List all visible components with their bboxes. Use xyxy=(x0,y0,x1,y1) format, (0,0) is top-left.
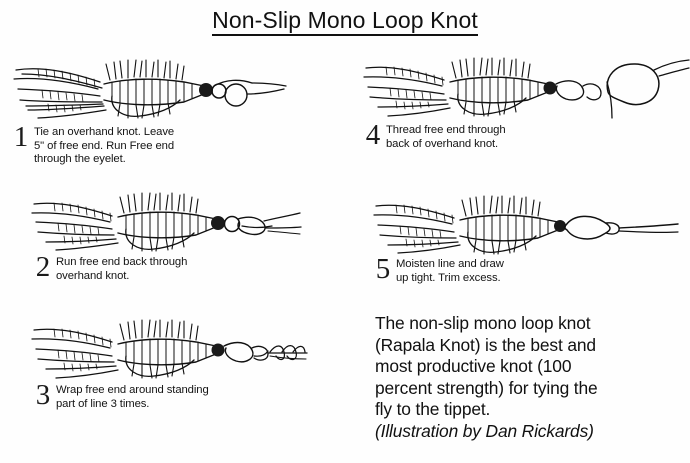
illustration-step-3 xyxy=(31,319,308,379)
description-text: The non-slip mono loop knot (Rapala Knot… xyxy=(375,313,598,420)
description-block: The non-slip mono loop knot (Rapala Knot… xyxy=(375,313,675,443)
illustration-step-4 xyxy=(363,57,690,119)
step-1: 1 Tie an overhand knot. Leave 5" of free… xyxy=(8,48,288,167)
step-4: 4 Thread free end through back of overha… xyxy=(360,48,690,151)
page-title: Non-Slip Mono Loop Knot xyxy=(212,7,478,37)
step-3-number: 3 xyxy=(35,379,51,411)
step-2-caption: 2 Run free end back through overhand kno… xyxy=(30,251,302,283)
illustration-step-1 xyxy=(13,59,287,119)
step-1-caption: 1 Tie an overhand knot. Leave 5" of free… xyxy=(8,121,288,167)
illustration-step-5 xyxy=(373,195,679,255)
illustration-credit: (Illustration by Dan Rickards) xyxy=(375,420,594,441)
step-3-caption: 3 Wrap free end around standing part of … xyxy=(30,379,308,411)
step-4-caption: 4 Thread free end through back of overha… xyxy=(360,119,690,151)
step-1-number: 1 xyxy=(13,121,29,153)
illustration-step-2 xyxy=(31,192,302,252)
step-5-text: Moisten line and draw up tight. Trim exc… xyxy=(396,258,504,284)
step-4-text: Thread free end through back of overhand… xyxy=(386,124,506,150)
step-5-number: 5 xyxy=(375,253,391,285)
step-2-number: 2 xyxy=(35,251,51,283)
step-2-text: Run free end back through overhand knot. xyxy=(56,256,188,282)
step-3: 3 Wrap free end around standing part of … xyxy=(30,312,308,411)
step-3-text: Wrap free end around standing part of li… xyxy=(56,384,209,410)
step-5-caption: 5 Moisten line and draw up tight. Trim e… xyxy=(370,253,680,285)
step-4-number: 4 xyxy=(365,119,381,151)
step-5: 5 Moisten line and draw up tight. Trim e… xyxy=(370,192,680,285)
page-title-container: Non-Slip Mono Loop Knot xyxy=(0,7,690,37)
step-2: 2 Run free end back through overhand kno… xyxy=(30,188,302,283)
step-1-text: Tie an overhand knot. Leave 5" of free e… xyxy=(34,126,175,166)
